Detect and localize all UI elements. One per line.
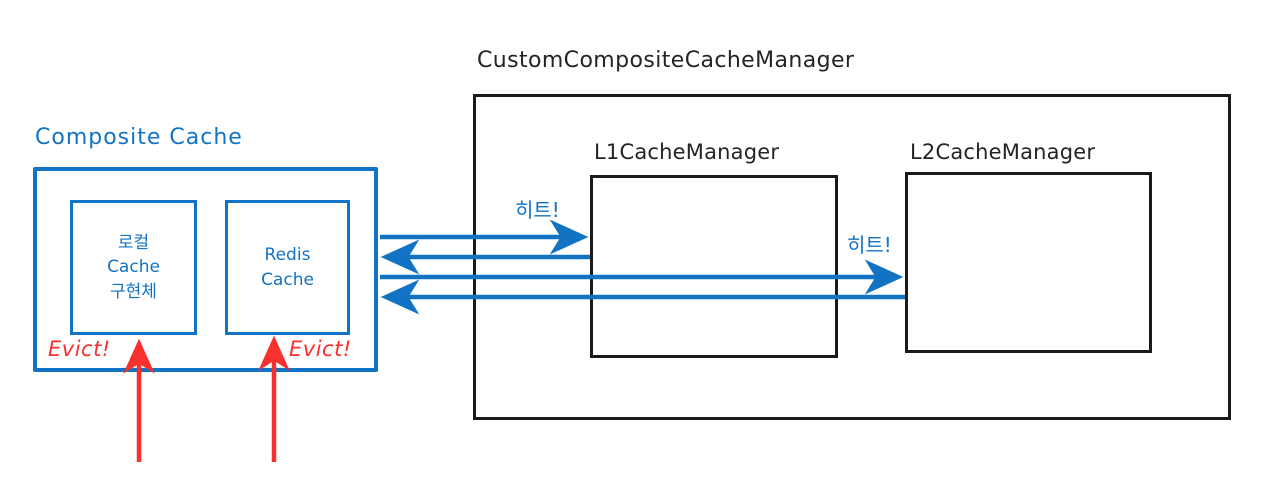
l2-cache-manager-label: L2CacheManager xyxy=(910,140,1096,164)
cache-manager-title: CustomCompositeCacheManager xyxy=(477,48,855,73)
l1-cache-manager-label: L1CacheManager xyxy=(594,140,780,164)
hit-label-l1: 히트! xyxy=(515,198,560,222)
l1-cache-manager-box xyxy=(590,175,838,358)
evict-label-local: Evict! xyxy=(48,337,111,361)
l2-cache-manager-box xyxy=(905,172,1152,353)
redis-cache-label: Redis Cache xyxy=(261,244,314,290)
local-cache-box: 로컬 Cache 구현체 xyxy=(70,200,197,335)
local-cache-label: 로컬 Cache 구현체 xyxy=(107,232,160,302)
composite-cache-box xyxy=(33,167,378,372)
hit-label-l2: 히트! xyxy=(847,233,892,257)
evict-label-redis: Evict! xyxy=(289,337,352,361)
composite-cache-title: Composite Cache xyxy=(35,125,243,150)
redis-cache-box: Redis Cache xyxy=(225,200,350,335)
